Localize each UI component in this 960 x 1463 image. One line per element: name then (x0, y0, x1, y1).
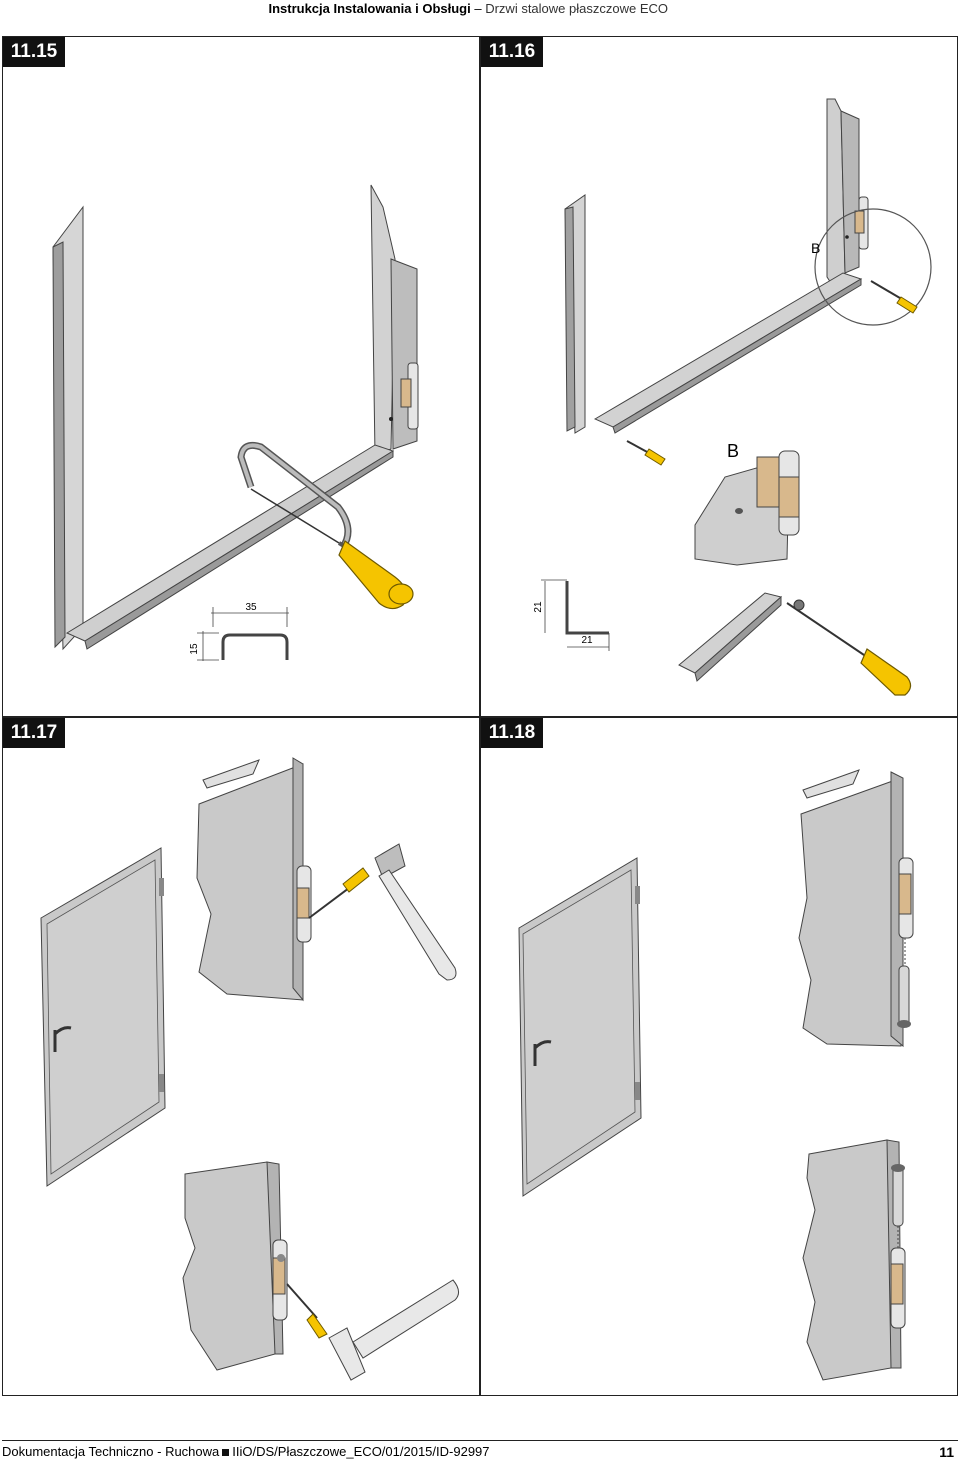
dimension-height-label: 21 (533, 601, 544, 613)
dimension-height-label: 15 (189, 643, 200, 655)
illustration-hinge-pin-removal (40, 757, 459, 1381)
footer-doc-type: Dokumentacja Techniczno - Ruchowa (2, 1444, 220, 1459)
detail-label-b-large: B (727, 441, 739, 461)
step-number-11-17: 11.17 (3, 718, 65, 748)
illustration-threshold-fixing: B B 21 21 (533, 98, 932, 696)
page-footer: Dokumentacja Techniczno - Ruchowa IIiO/DS… (2, 1440, 958, 1463)
page-header: Instrukcja Instalowania i Obsługi – Drzw… (268, 0, 668, 18)
step-number-11-15: 11.15 (3, 37, 65, 67)
step-panel-11-15: 35 15 11.15 (3, 37, 479, 716)
illustration-frame-cutting: 35 15 (52, 184, 419, 661)
step-panel-11-16: B B 21 21 11.16 (481, 37, 957, 716)
square-bullet-icon (222, 1448, 230, 1456)
dimension-width-label: 21 (581, 635, 593, 646)
page-number: 11 (939, 1444, 954, 1460)
header-subtitle: Drzwi stalowe płaszczowe ECO (485, 1, 668, 16)
illustration-hinge-pin-detached (518, 769, 914, 1381)
step-panel-11-17: 11.17 (3, 718, 479, 1395)
step-number-11-18: 11.18 (481, 718, 543, 748)
header-title: Instrukcja Instalowania i Obsługi (268, 1, 471, 16)
detail-label-b-small: B (811, 240, 820, 256)
header-separator: – (474, 1, 482, 16)
footer-doc-code: IIiO/DS/Płaszczowe_ECO/01/2015/ID-92997 (232, 1444, 490, 1459)
grid-divider-horizontal (3, 716, 957, 718)
dimension-width-label: 35 (245, 602, 257, 613)
step-number-11-16: 11.16 (481, 37, 543, 67)
step-panel-11-18: 11.18 (481, 718, 957, 1395)
instruction-grid: 35 15 11.15 B B (2, 36, 958, 1396)
